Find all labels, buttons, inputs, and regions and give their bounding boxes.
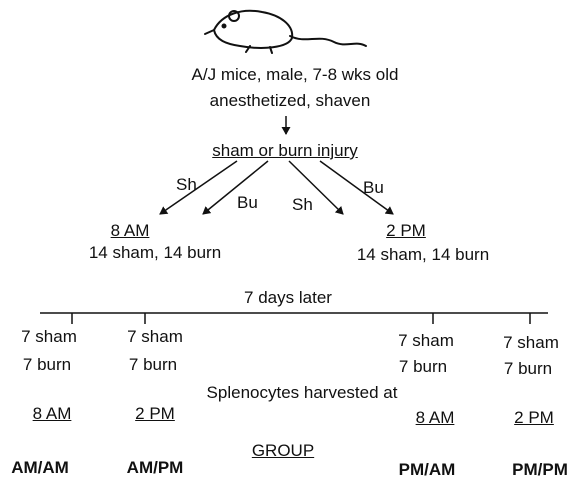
branch-label-sham-right: Sh	[292, 195, 313, 215]
branch-label-sham-left: Sh	[176, 175, 197, 195]
group-name-4: PM/PM	[512, 460, 568, 480]
branch-label-burn-right: Bu	[363, 178, 384, 198]
subgroup-2-sham: 7 sham	[127, 327, 183, 347]
injury-label: sham or burn injury	[212, 141, 358, 161]
timepoint-2pm-counts: 14 sham, 14 burn	[357, 245, 489, 265]
timeline	[40, 313, 548, 324]
subgroup-2-burn: 7 burn	[129, 355, 177, 375]
mouse-icon	[205, 11, 366, 53]
timepoint-8am: 8 AM	[111, 221, 150, 241]
subgroup-1-burn: 7 burn	[23, 355, 71, 375]
subgroup-1-sham: 7 sham	[21, 327, 77, 347]
harvest-time-2: 2 PM	[135, 404, 175, 424]
harvest-time-1: 8 AM	[33, 404, 72, 424]
subgroup-3-burn: 7 burn	[399, 357, 447, 377]
harvest-time-3: 8 AM	[416, 408, 455, 428]
timepoint-8am-counts: 14 sham, 14 burn	[89, 243, 221, 263]
delay-label: 7 days later	[244, 288, 332, 308]
mice-description: A/J mice, male, 7-8 wks old	[192, 65, 399, 85]
timepoint-2pm: 2 PM	[386, 221, 426, 241]
prep-description: anesthetized, shaven	[210, 91, 371, 111]
harvest-time-4: 2 PM	[514, 408, 554, 428]
subgroup-3-sham: 7 sham	[398, 331, 454, 351]
group-name-3: PM/AM	[399, 460, 456, 480]
subgroup-4-burn: 7 burn	[504, 359, 552, 379]
group-name-1: AM/AM	[11, 458, 69, 478]
branch-label-burn-left: Bu	[237, 193, 258, 213]
group-heading: GROUP	[252, 441, 314, 461]
subgroup-4-sham: 7 sham	[503, 333, 559, 353]
harvest-label: Splenocytes harvested at	[207, 383, 398, 403]
group-name-2: AM/PM	[127, 458, 184, 478]
